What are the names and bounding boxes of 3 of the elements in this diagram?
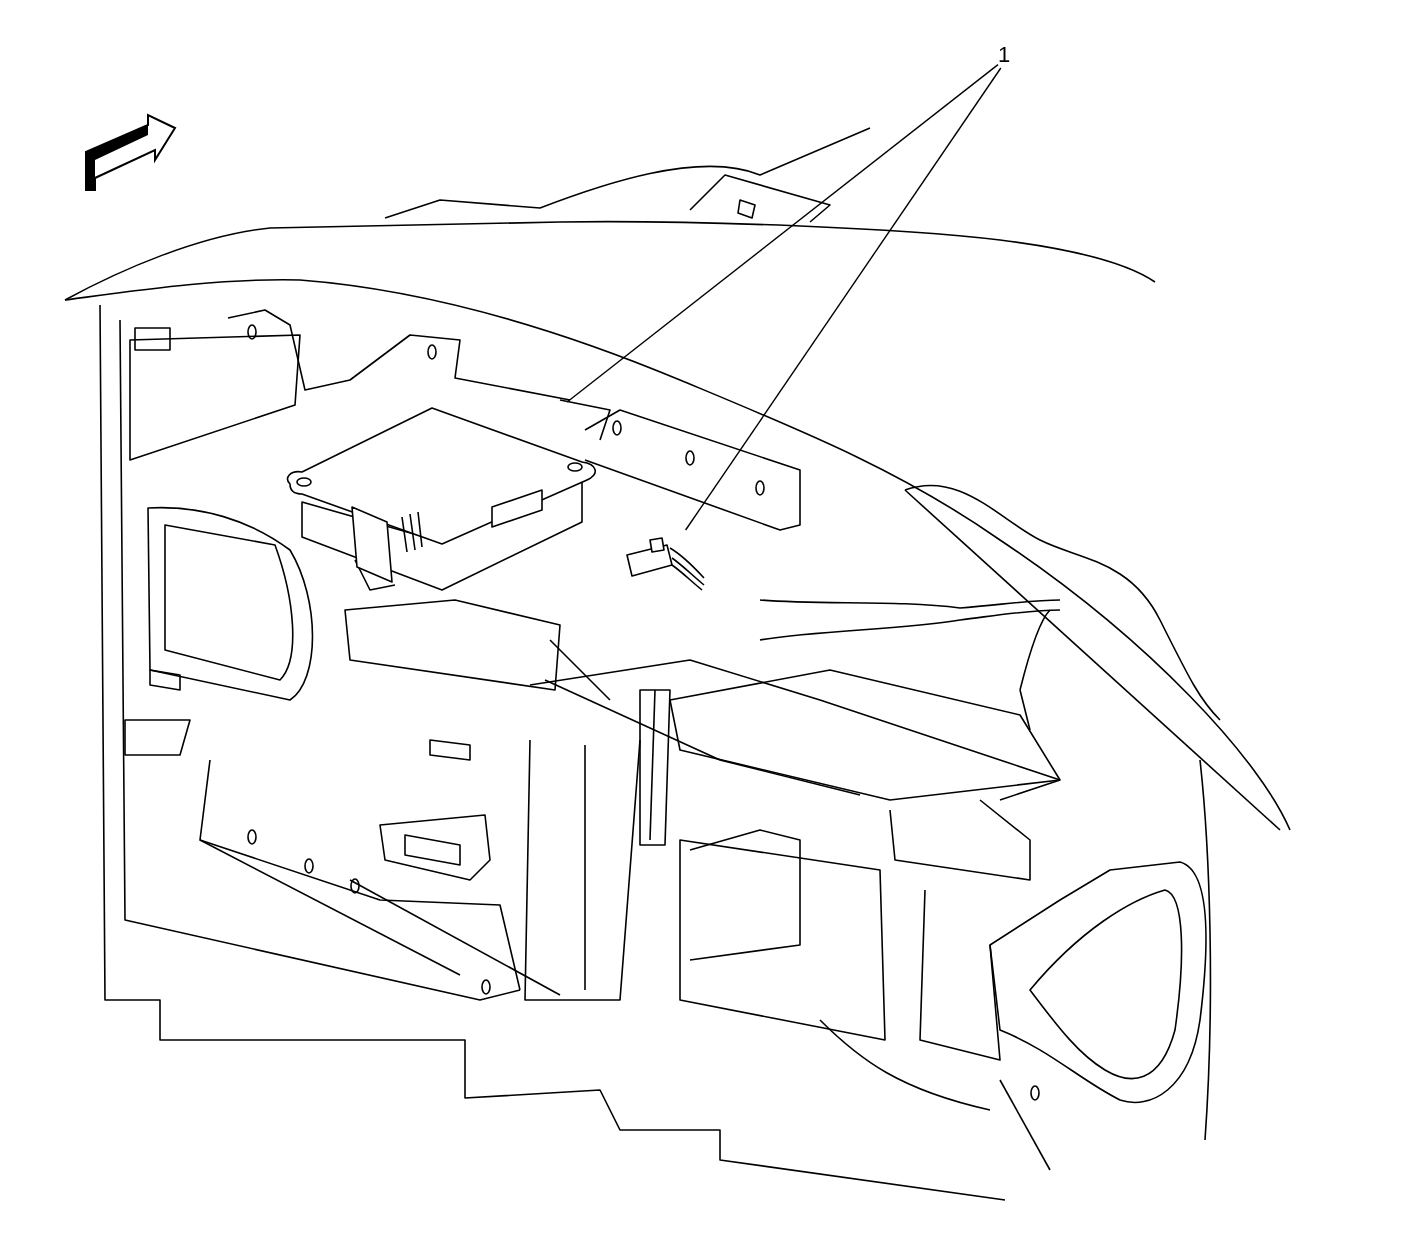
callout-number: 1	[998, 44, 1012, 66]
leader-line	[684, 67, 1002, 531]
leader-line	[566, 63, 999, 403]
